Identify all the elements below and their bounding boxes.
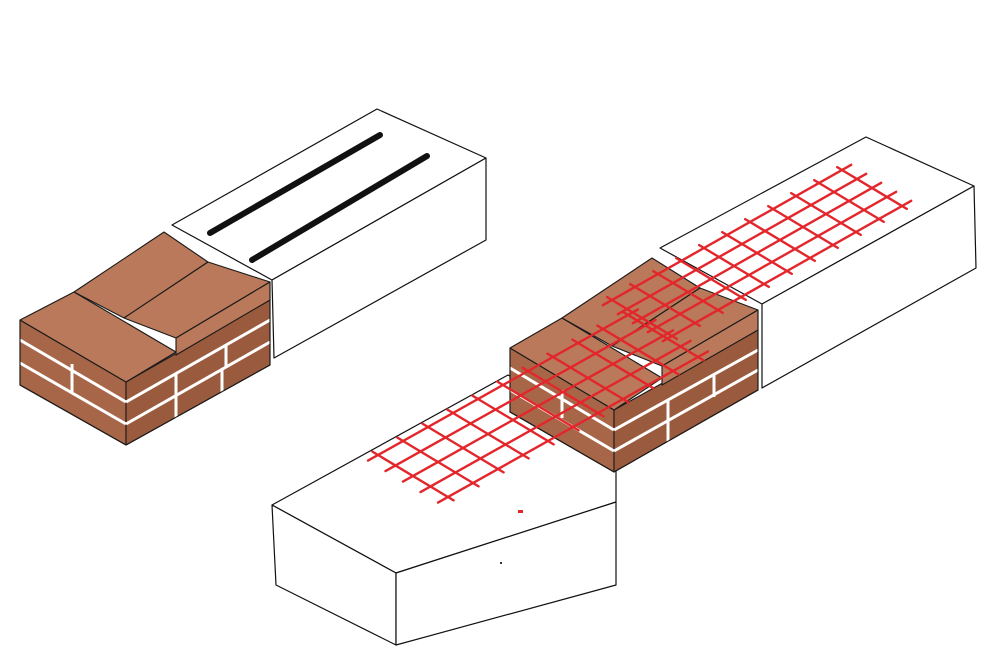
mesh-patch-back-long-bar xyxy=(646,190,898,334)
right-back-block-side xyxy=(761,185,977,389)
mesh-patch-front-long-bar xyxy=(401,329,675,483)
mesh-patch-front-long-bar xyxy=(419,339,692,494)
left-block-side xyxy=(271,157,487,359)
mesh-patch-front xyxy=(366,308,710,504)
mesh-patch-front-long-bar xyxy=(384,318,657,473)
mesh-patch-back-long-bar xyxy=(631,181,883,325)
rebar-1 xyxy=(207,132,383,236)
left-brick-stack xyxy=(19,231,271,446)
left-concrete-block xyxy=(171,108,487,359)
left-rebars xyxy=(207,132,430,263)
mesh-patch-front-long-bar xyxy=(436,350,710,504)
right-mesh xyxy=(366,163,913,504)
right-assembly xyxy=(271,136,977,646)
rebar-2 xyxy=(249,153,430,263)
mesh-patch-back xyxy=(601,163,913,343)
red-mark xyxy=(518,510,523,513)
mesh-patch-back-long-bar xyxy=(661,199,913,343)
mesh-patch-front-long-bar xyxy=(366,308,640,462)
right-front-block-side xyxy=(395,501,617,646)
dark-dot xyxy=(500,562,502,564)
mesh-patch-back-long-bar xyxy=(616,172,868,316)
right-front-block xyxy=(271,374,617,646)
left-assembly xyxy=(19,108,487,446)
mesh-patch-back-long-bar xyxy=(601,163,853,307)
